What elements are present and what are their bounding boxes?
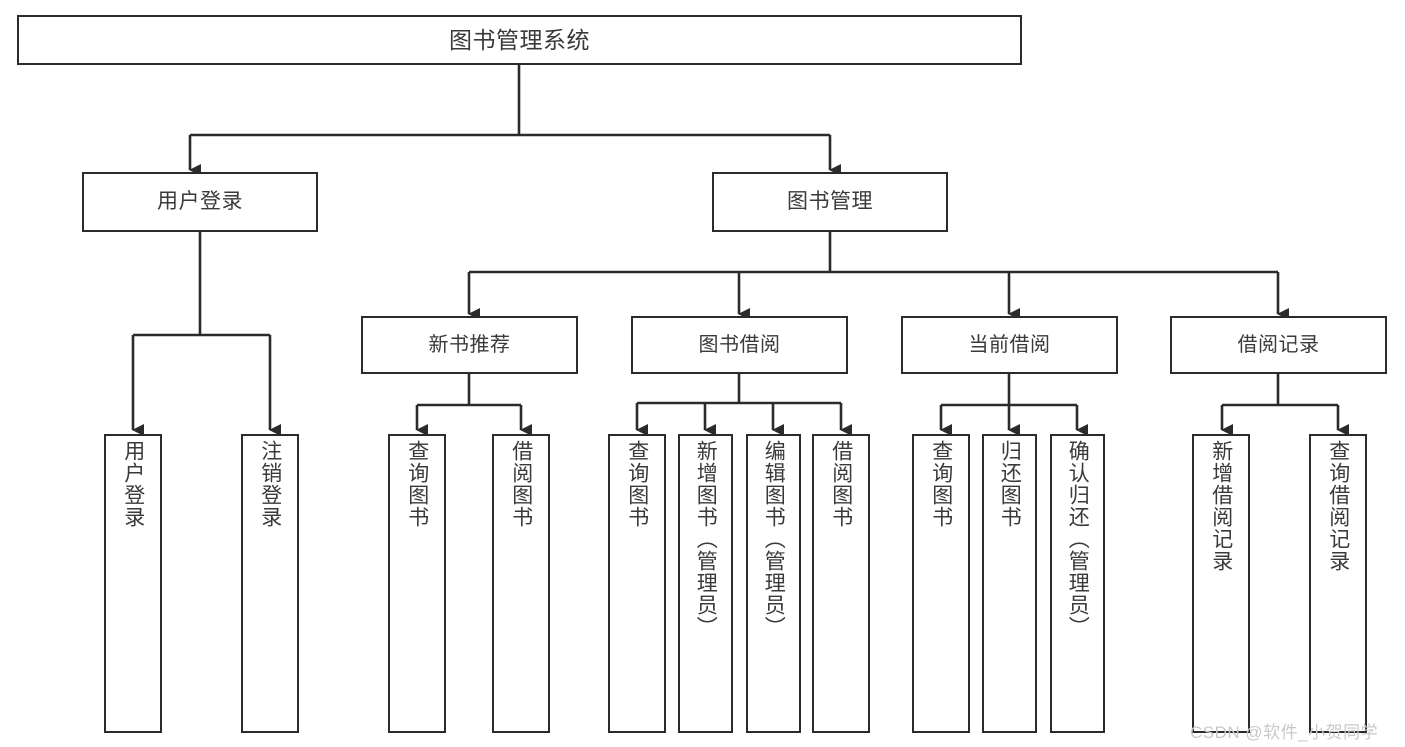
node-label: 查询借阅记录 (1326, 440, 1350, 572)
node-label: 当前借阅 (968, 333, 1051, 356)
node-borrow-record[interactable]: 借阅记录 (1170, 316, 1387, 374)
node-book-borrow[interactable]: 图书借阅 (631, 316, 848, 374)
leaf-user-login[interactable]: 用户登录 (104, 434, 162, 733)
node-label: 归还图书 (998, 440, 1022, 528)
leaf-confirm-return-admin[interactable]: 确认归还（管理员） (1050, 434, 1105, 733)
node-label: 新书推荐 (428, 333, 511, 356)
node-label: 新增借阅记录 (1209, 440, 1233, 572)
node-current-borrow[interactable]: 当前借阅 (901, 316, 1118, 374)
node-label: 借阅图书 (509, 440, 533, 528)
leaf-add-borrow-record[interactable]: 新增借阅记录 (1192, 434, 1250, 733)
leaf-query-book-recommend[interactable]: 查询图书 (388, 434, 446, 733)
node-label: 查询图书 (929, 440, 953, 528)
node-root-system[interactable]: 图书管理系统 (17, 15, 1022, 65)
leaf-return-book[interactable]: 归还图书 (982, 434, 1037, 733)
node-label: 编辑图书（管理员） (762, 440, 786, 638)
leaf-query-book-current[interactable]: 查询图书 (912, 434, 970, 733)
node-label: 图书管理系统 (449, 26, 590, 53)
leaf-query-borrow-record[interactable]: 查询借阅记录 (1309, 434, 1367, 733)
node-label: 新增图书（管理员） (694, 440, 718, 638)
node-label: 用户登录 (157, 189, 243, 213)
leaf-borrow-book-recommend[interactable]: 借阅图书 (492, 434, 550, 733)
node-label: 查询图书 (405, 440, 429, 528)
leaf-user-logout[interactable]: 注销登录 (241, 434, 299, 733)
node-new-book-recommend[interactable]: 新书推荐 (361, 316, 578, 374)
node-book-management[interactable]: 图书管理 (712, 172, 948, 232)
leaf-add-book-admin[interactable]: 新增图书（管理员） (678, 434, 733, 733)
node-label: 图书借阅 (698, 333, 781, 356)
node-label: 用户登录 (121, 440, 145, 528)
node-label: 借阅图书 (829, 440, 853, 528)
leaf-borrow-book[interactable]: 借阅图书 (812, 434, 870, 733)
watermark-text: CSDN @软件_小贺同学 (1190, 723, 1379, 742)
node-user-login[interactable]: 用户登录 (82, 172, 318, 232)
node-label: 注销登录 (258, 440, 282, 528)
leaf-query-book-borrow[interactable]: 查询图书 (608, 434, 666, 733)
node-label: 借阅记录 (1237, 333, 1320, 356)
node-label: 确认归还（管理员） (1066, 440, 1090, 638)
node-label: 查询图书 (625, 440, 649, 528)
leaf-edit-book-admin[interactable]: 编辑图书（管理员） (746, 434, 801, 733)
node-label: 图书管理 (787, 189, 873, 213)
